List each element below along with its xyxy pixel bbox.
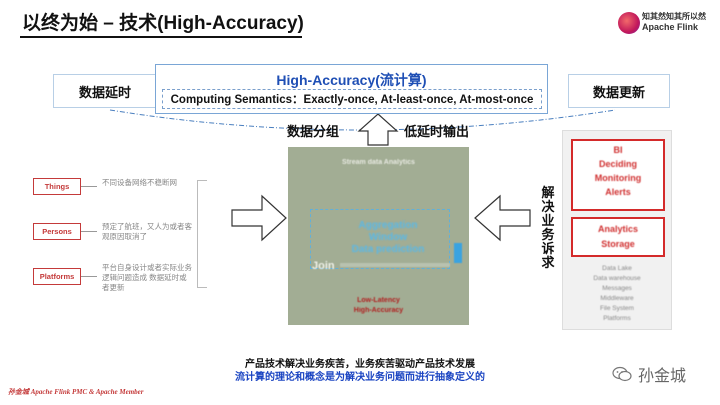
- apache-flink-logo: 知其然知其所以然 Apache Flink: [618, 10, 718, 36]
- system-item: Platforms: [603, 315, 631, 322]
- right-systems-image: BI Deciding Monitoring Alerts Analytics …: [562, 130, 672, 330]
- panel-low-latency: Low-Latency: [357, 297, 400, 304]
- system-item: File System: [600, 305, 634, 312]
- connector-line: [81, 231, 97, 232]
- tag-things: Things: [33, 178, 81, 195]
- stream-analytics-image: Stream data Analytics Aggregation Window…: [288, 147, 469, 325]
- high-accuracy-title: High-Accuracy(流计算): [276, 72, 427, 88]
- panel-flow-arrow: [340, 263, 450, 267]
- bi-box: BI Deciding Monitoring Alerts: [571, 139, 665, 211]
- alerts-label: Alerts: [605, 187, 631, 197]
- wechat-watermark: 孙金城: [612, 363, 686, 385]
- low-latency-output-label: 低延时输出: [404, 124, 470, 139]
- right-pointing-arrow-icon: [231, 194, 287, 242]
- persons-description: 预定了航班，又人为或者客观原因取消了: [102, 222, 192, 241]
- wechat-icon: [612, 366, 632, 382]
- system-item: Messages: [602, 285, 632, 292]
- up-arrow-icon: [357, 113, 399, 146]
- flink-squirrel-icon: [618, 12, 640, 34]
- panel-line-aggregation: Aggregation: [358, 220, 418, 231]
- high-accuracy-box: High-Accuracy(流计算) Computing Semantics：E…: [155, 64, 548, 114]
- business-needs-label: 解决业务诉求: [541, 185, 555, 270]
- panel-high-accuracy: High-Accuracy: [353, 307, 404, 314]
- deciding-label: Deciding: [598, 159, 637, 169]
- panel-join-label: Join: [312, 260, 335, 272]
- system-item: Middleware: [600, 295, 634, 302]
- tag-platforms: Platforms: [33, 268, 81, 285]
- logo-tagline: 知其然知其所以然: [642, 12, 706, 21]
- storage-label: Storage: [601, 239, 635, 249]
- left-bracket: [197, 180, 207, 288]
- data-grouping-label: 数据分组: [287, 124, 340, 139]
- panel-dashed-frame: [310, 209, 450, 269]
- panel-output-chip: [454, 243, 462, 263]
- monitoring-label: Monitoring: [594, 173, 642, 183]
- summary-line-2: 流计算的理论和概念是为解决业务问题而进行抽象定义的: [235, 372, 485, 383]
- analytics-storage-box: Analytics Storage: [571, 217, 665, 257]
- data-update-box: 数据更新: [568, 74, 670, 108]
- tag-persons: Persons: [33, 223, 81, 240]
- page-title: 以终为始 – 技术(High-Accuracy): [22, 13, 304, 34]
- panel-line-window: Window: [368, 232, 408, 243]
- panel-line-prediction: Data prediction: [351, 244, 425, 255]
- data-latency-box: 数据延时: [53, 74, 157, 108]
- summary-line-1: 产品技术解决业务疾苦，业务疾苦驱动产品技术发展: [245, 359, 475, 370]
- connector-line: [81, 186, 97, 187]
- panel-title: Stream data Analytics: [342, 159, 415, 166]
- bi-label: BI: [613, 145, 623, 155]
- watermark-name: 孙金城: [638, 368, 687, 385]
- system-item: Data Lake: [602, 265, 632, 272]
- analytics-label: Analytics: [597, 224, 639, 234]
- platforms-description: 平台自身设计或者实际业务逻辑问题造成 数据延时或者更新: [102, 263, 192, 292]
- author-footer: 孙金城 Apache Flink PMC & Apache Member: [8, 388, 144, 396]
- things-description: 不同设备网络不稳断网: [102, 178, 177, 187]
- connector-line: [81, 276, 97, 277]
- system-item: Data warehouse: [593, 275, 641, 282]
- left-pointing-arrow-icon: [474, 194, 531, 242]
- title-underline: [20, 36, 302, 38]
- computing-semantics-text: Computing Semantics：Exactly-once, At-lea…: [162, 89, 542, 109]
- logo-name: Apache Flink: [642, 22, 699, 32]
